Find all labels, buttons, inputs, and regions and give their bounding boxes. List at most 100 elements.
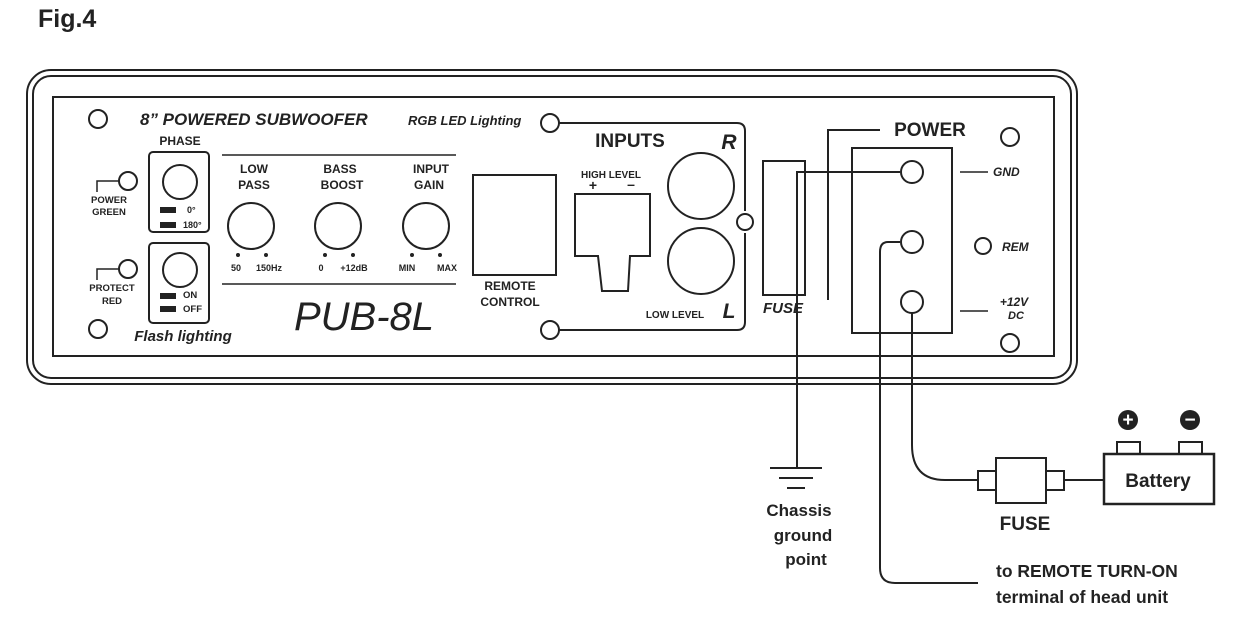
power-wire	[911, 313, 978, 481]
low-pass-min-dot	[236, 253, 240, 257]
phase-switch-0-icon	[160, 207, 176, 213]
input-gain-max: MAX	[437, 263, 457, 273]
battery-minus-glyph: −	[1184, 410, 1195, 431]
figure-label: Fig.4	[38, 5, 96, 33]
low-pass-max-dot	[264, 253, 268, 257]
ground-wire	[796, 171, 900, 468]
inputs-screw-bottom	[540, 320, 560, 340]
remote-label-1: REMOTE	[484, 279, 535, 293]
input-left-label: L	[723, 300, 736, 323]
low-pass-knob[interactable]	[227, 202, 275, 250]
screw-top-right	[1000, 127, 1020, 147]
panel-outer-outline	[26, 69, 1078, 385]
high-level-plus: +	[589, 177, 597, 193]
screw-bottom-left	[88, 319, 108, 339]
power-bracket	[827, 129, 880, 300]
protect-led-label-1: PROTECT	[89, 283, 135, 294]
rem-label: REM	[1002, 240, 1030, 254]
panel-face	[52, 96, 1055, 357]
input-gain-max-dot	[438, 253, 442, 257]
power-led-label-1: POWER	[91, 195, 127, 206]
battery-negative-post	[1178, 441, 1203, 455]
input-gain-min: MIN	[399, 263, 416, 273]
phase-switch-180-icon	[160, 222, 176, 228]
high-level-minus: –	[627, 176, 635, 192]
inputs-title: INPUTS	[595, 131, 665, 152]
remote-port-icon	[472, 174, 557, 276]
rca-left-jack[interactable]	[667, 227, 735, 295]
screw-bottom-right	[1000, 333, 1020, 353]
flash-option-on: ON	[183, 290, 197, 301]
dc-label: DC	[1008, 310, 1025, 322]
phase-option-180: 180°	[183, 220, 202, 230]
chassis-label-2: ground	[774, 526, 833, 545]
flash-option-off: OFF	[183, 304, 202, 315]
input-gain-knob[interactable]	[402, 202, 450, 250]
protect-led-label-2: RED	[102, 296, 122, 307]
fuse-holder	[762, 160, 806, 296]
chassis-label-1: Chassis	[766, 501, 831, 520]
battery-label: Battery	[1125, 471, 1191, 492]
panel-fuse-label: FUSE	[763, 300, 804, 317]
remote-wire	[879, 241, 978, 584]
product-title: 8” POWERED SUBWOOFER	[140, 110, 368, 129]
fuse-cap-right	[1045, 470, 1065, 491]
high-level-label: HIGH LEVEL	[581, 170, 641, 181]
phase-switch[interactable]: 0° 180°	[148, 151, 210, 233]
flash-lighting-switch[interactable]: ON OFF	[148, 242, 210, 324]
inputs-bracket	[559, 122, 746, 331]
bass-boost-label-1: BASS	[323, 162, 356, 176]
fuse-cap-left	[977, 470, 997, 491]
model-name: PUB-8L	[294, 295, 434, 339]
input-right-label: R	[721, 131, 737, 154]
12v-terminal[interactable]	[900, 290, 924, 314]
inputs-screw-top	[540, 113, 560, 133]
bass-boost-min-dot	[323, 253, 327, 257]
low-pass-min: 50	[231, 263, 241, 273]
bass-boost-max-dot	[351, 253, 355, 257]
battery-positive-post	[1116, 441, 1141, 455]
flash-knob-icon[interactable]	[162, 252, 198, 288]
flash-switch-off-icon	[160, 306, 176, 312]
input-gain-min-dot	[410, 253, 414, 257]
protect-led-leader	[96, 268, 119, 280]
high-level-connector[interactable]	[574, 193, 651, 292]
input-gain-control: INPUT GAIN MIN MAX	[399, 162, 457, 273]
phase-title: PHASE	[159, 134, 200, 148]
rca-right-jack[interactable]	[667, 152, 735, 220]
power-led-indicator: POWER GREEN	[91, 171, 138, 218]
rem-led-icon	[974, 237, 992, 255]
rgb-led-label: RGB LED Lighting	[408, 113, 521, 128]
remote-note-2: terminal of head unit	[996, 587, 1168, 607]
chassis-label-3: point	[785, 550, 827, 569]
power-led-label-2: GREEN	[92, 207, 126, 218]
phase-knob-icon[interactable]	[162, 164, 198, 200]
inline-fuse-label: FUSE	[1000, 514, 1051, 535]
rem-terminal[interactable]	[900, 230, 924, 254]
phase-switch-frame	[148, 151, 210, 233]
bass-boost-max: +12dB	[340, 263, 368, 273]
power-led-icon	[118, 171, 138, 191]
protect-led-icon	[118, 259, 138, 279]
low-pass-label-1: LOW	[240, 162, 269, 176]
power-led-leader	[96, 180, 119, 192]
flash-switch-on-icon	[160, 293, 176, 299]
panel-frame-outline	[32, 75, 1072, 379]
remote-note-1: to REMOTE TURN-ON	[996, 561, 1178, 581]
screw-top-left	[88, 109, 108, 129]
bass-boost-label-2: BOOST	[321, 178, 364, 192]
12v-label: +12V	[1000, 295, 1029, 309]
gnd-label: GND	[993, 165, 1020, 179]
protect-led-indicator: PROTECT RED	[89, 259, 138, 307]
wiring: + −	[770, 171, 1216, 584]
gnd-terminal[interactable]	[900, 160, 924, 184]
battery-plus-icon	[1118, 410, 1138, 430]
panel-fuse: FUSE	[762, 160, 806, 317]
power-title: POWER	[894, 120, 966, 141]
flash-lighting-title: Flash lighting	[134, 328, 232, 345]
low-level-label: LOW LEVEL	[646, 310, 704, 321]
remote-control-port[interactable]: REMOTE CONTROL	[472, 174, 557, 309]
bass-boost-knob[interactable]	[314, 202, 362, 250]
inputs-screw-right	[736, 213, 754, 231]
battery-plus-glyph: +	[1122, 410, 1133, 431]
